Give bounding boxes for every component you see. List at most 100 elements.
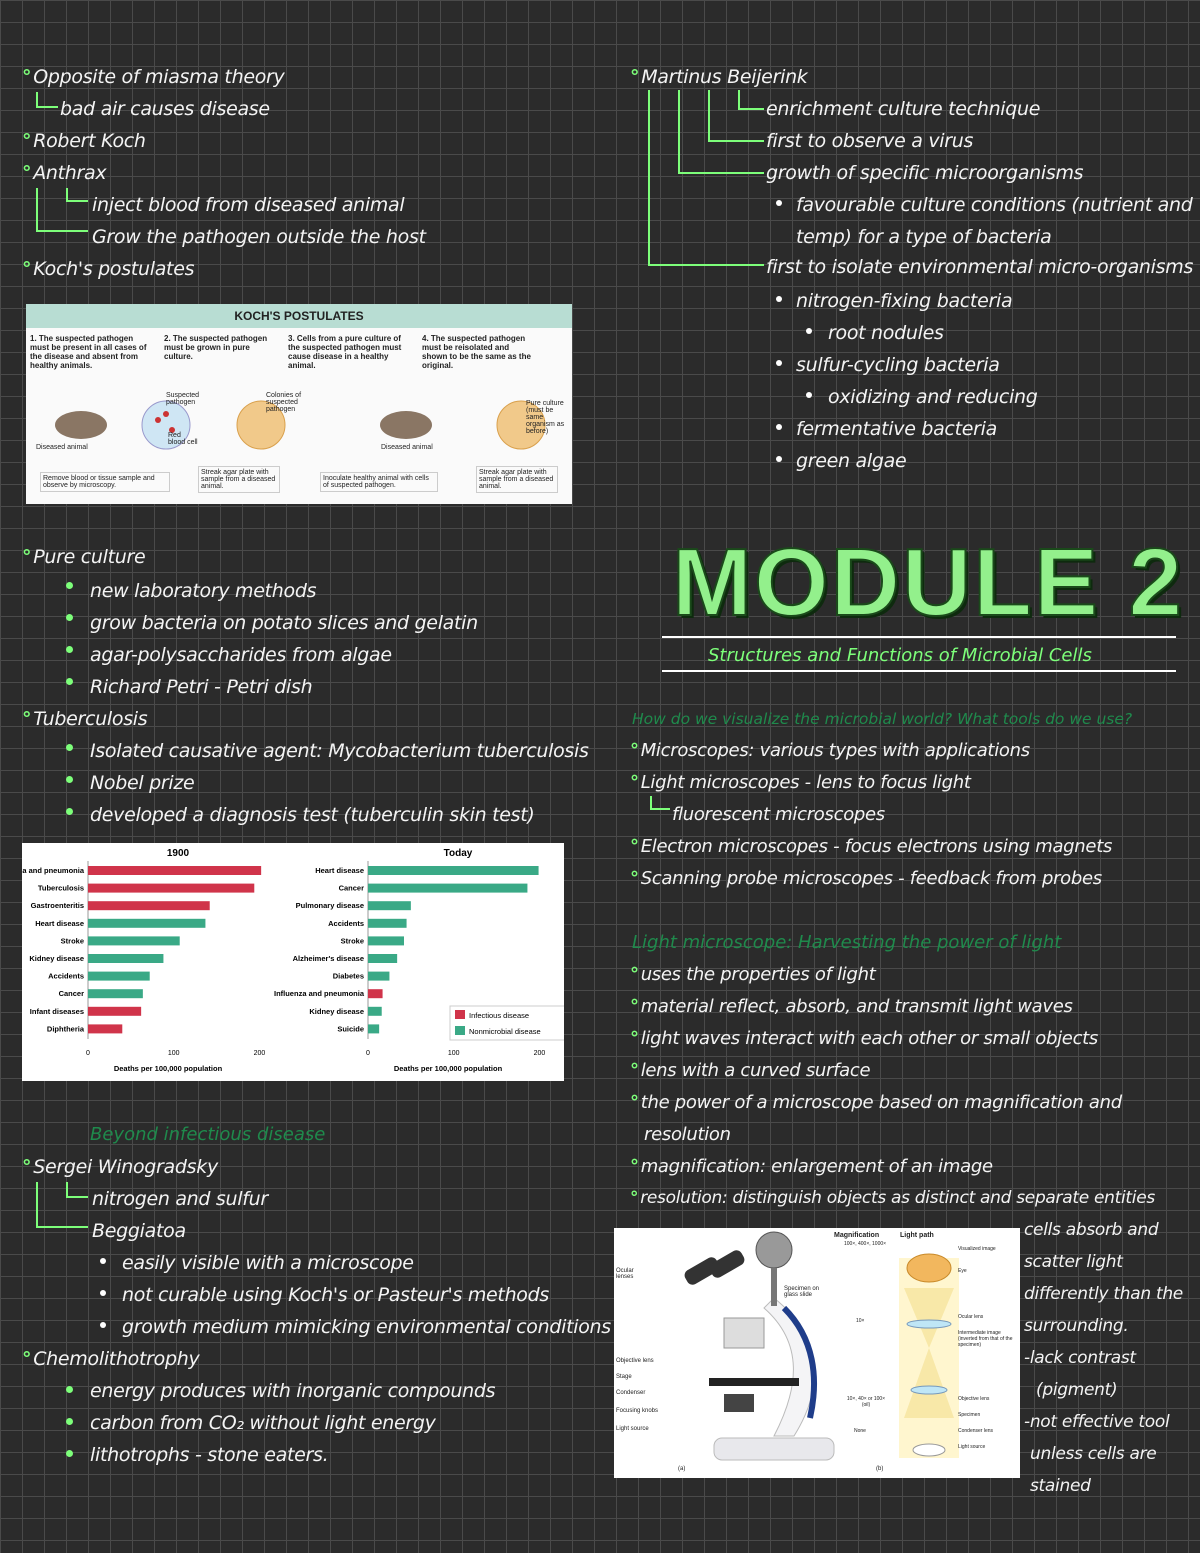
question-heading: How do we visualize the microbial world?… — [632, 710, 1133, 728]
light-line: °magnification: enlargement of an image — [630, 1156, 993, 1177]
category-label: Tuberculosis — [38, 884, 84, 893]
microscope-figure: Ocular lenses Objective lens Stage Conde… — [614, 1228, 1020, 1478]
beijerink-item: growth of specific microorganisms — [766, 162, 1084, 184]
microscope-label: Focusing knobs — [616, 1408, 659, 1414]
list-item: agar-polysaccharides from algae — [90, 644, 392, 666]
list-item: carbon from CO₂ without light energy — [90, 1412, 436, 1434]
light-line: resolution — [644, 1124, 731, 1145]
tick-label: 100 — [448, 1050, 460, 1057]
list-item: sulfur-cycling bacteria — [796, 354, 1000, 376]
pure-culture-line: °Pure culture — [22, 546, 146, 568]
tick-label: 200 — [534, 1050, 546, 1057]
light-line: °material reflect, absorb, and transmit … — [630, 996, 1073, 1017]
panel-label: (b) — [876, 1466, 884, 1472]
connector — [36, 1182, 88, 1228]
bar — [368, 866, 539, 875]
path-label: Objective lens — [958, 1396, 990, 1402]
path-label: Ocular lens — [958, 1314, 984, 1320]
list-item: Nobel prize — [90, 772, 195, 794]
path-label: Specimen — [958, 1412, 981, 1418]
koch-step-2: 2. The suspected pathogen must be grown … — [164, 334, 268, 361]
tick-label: 200 — [254, 1050, 266, 1057]
beijerink-line: °Martinus Beijerink — [630, 66, 808, 88]
bar — [88, 918, 206, 928]
microscope-label: Objective lens — [616, 1358, 654, 1364]
beijerink-item: favourable culture conditions (nutrient … — [796, 194, 1193, 216]
list-item: lithotrophs - stone eaters. — [90, 1444, 329, 1466]
list-item: energy produces with inorganic compounds — [90, 1380, 496, 1402]
chemo-line: °Chemolithotrophy — [22, 1348, 200, 1370]
category-label: Kidney disease — [309, 1007, 364, 1016]
microscope-label: Condenser — [616, 1390, 646, 1396]
bar — [88, 883, 255, 893]
beyond-heading: Beyond infectious disease — [90, 1124, 326, 1145]
beijerink-item: first to observe a virus — [766, 130, 974, 152]
micro-line: fluorescent microscopes — [672, 804, 885, 825]
bar — [368, 918, 407, 928]
microscope-illustration — [684, 1231, 959, 1461]
side-note: stained — [1030, 1476, 1091, 1496]
category-label: Alzheimer's disease — [293, 954, 364, 963]
side-note: -not effective tool — [1024, 1412, 1170, 1432]
koch-caption: Streak agar plate with sample from a dis… — [476, 466, 558, 493]
panel-label: (a) — [678, 1466, 686, 1472]
list-item: Richard Petri - Petri dish — [90, 676, 313, 698]
category-label: Gastroenteritis — [31, 901, 84, 910]
microscope-label: Specimen on glass slide — [784, 1286, 820, 1298]
category-label: Accidents — [48, 972, 84, 981]
side-note: scatter light — [1024, 1252, 1123, 1272]
connector — [66, 188, 88, 202]
legend-label: Infectious disease — [469, 1011, 529, 1020]
micro-line: °Microscopes: various types with applica… — [630, 740, 1030, 761]
category-label: Stroke — [61, 936, 84, 945]
connector — [648, 90, 764, 266]
connector — [650, 796, 670, 810]
connector — [36, 188, 88, 232]
culture-plate-icon — [496, 400, 546, 450]
beijerink-item: first to isolate environmental micro-org… — [766, 256, 1194, 278]
divider — [662, 670, 1176, 672]
beijerink-item: enrichment culture technique — [766, 98, 1041, 120]
list-item: green algae — [796, 450, 907, 472]
koch-step-3: 3. Cells from a pure culture of the susp… — [288, 334, 402, 370]
light-line: °lens with a curved surface — [630, 1060, 871, 1081]
connector — [36, 92, 58, 108]
koch-title: KOCH'S POSTULATES — [26, 304, 572, 328]
list-item: fermentative bacteria — [796, 418, 997, 440]
tb-line: °Tuberculosis — [22, 708, 148, 730]
bad-air-line: bad air causes disease — [60, 98, 270, 120]
microscope-label: Light source — [616, 1426, 649, 1432]
microscope-label: Ocular lenses — [616, 1268, 634, 1280]
category-label: Infant diseases — [30, 1007, 84, 1016]
side-note: differently than the — [1024, 1284, 1183, 1304]
connector — [708, 90, 764, 142]
koch-line: °Robert Koch — [22, 130, 146, 152]
koch-label: Suspected pathogen — [166, 392, 200, 406]
sergei-line: °Sergei Winogradsky — [22, 1156, 218, 1178]
light-line: °resolution: distinguish objects as dist… — [630, 1188, 1155, 1208]
category-label: Cancer — [59, 989, 85, 998]
bar — [368, 989, 383, 999]
bar — [88, 866, 262, 875]
specimen-icon — [755, 1231, 793, 1269]
path-label: Intermediate image (inverted from that o… — [958, 1330, 1013, 1348]
tick-label: 0 — [366, 1050, 370, 1057]
list-item: oxidizing and reducing — [828, 386, 1038, 408]
module-title: MODULE 2 — [671, 528, 1185, 637]
list-item: new laboratory methods — [90, 580, 317, 602]
light-line: °light waves interact with each other or… — [630, 1028, 1099, 1049]
mag-value: None — [854, 1428, 866, 1434]
list-item: grow bacteria on potato slices and gelat… — [90, 612, 478, 634]
koch-caption: Streak agar plate with sample from a dis… — [198, 466, 280, 493]
bar — [88, 971, 150, 981]
side-note: -lack contrast — [1024, 1348, 1136, 1368]
bar — [368, 971, 390, 981]
category-label: Heart disease — [315, 866, 364, 875]
mag-value: 10× — [856, 1318, 865, 1324]
koch-label: Diseased animal — [36, 444, 88, 451]
side-note: unless cells are — [1030, 1444, 1157, 1464]
bar — [88, 901, 210, 911]
mouse-icon — [55, 411, 107, 439]
bar — [88, 936, 180, 946]
tick-label: 0 — [86, 1050, 90, 1057]
